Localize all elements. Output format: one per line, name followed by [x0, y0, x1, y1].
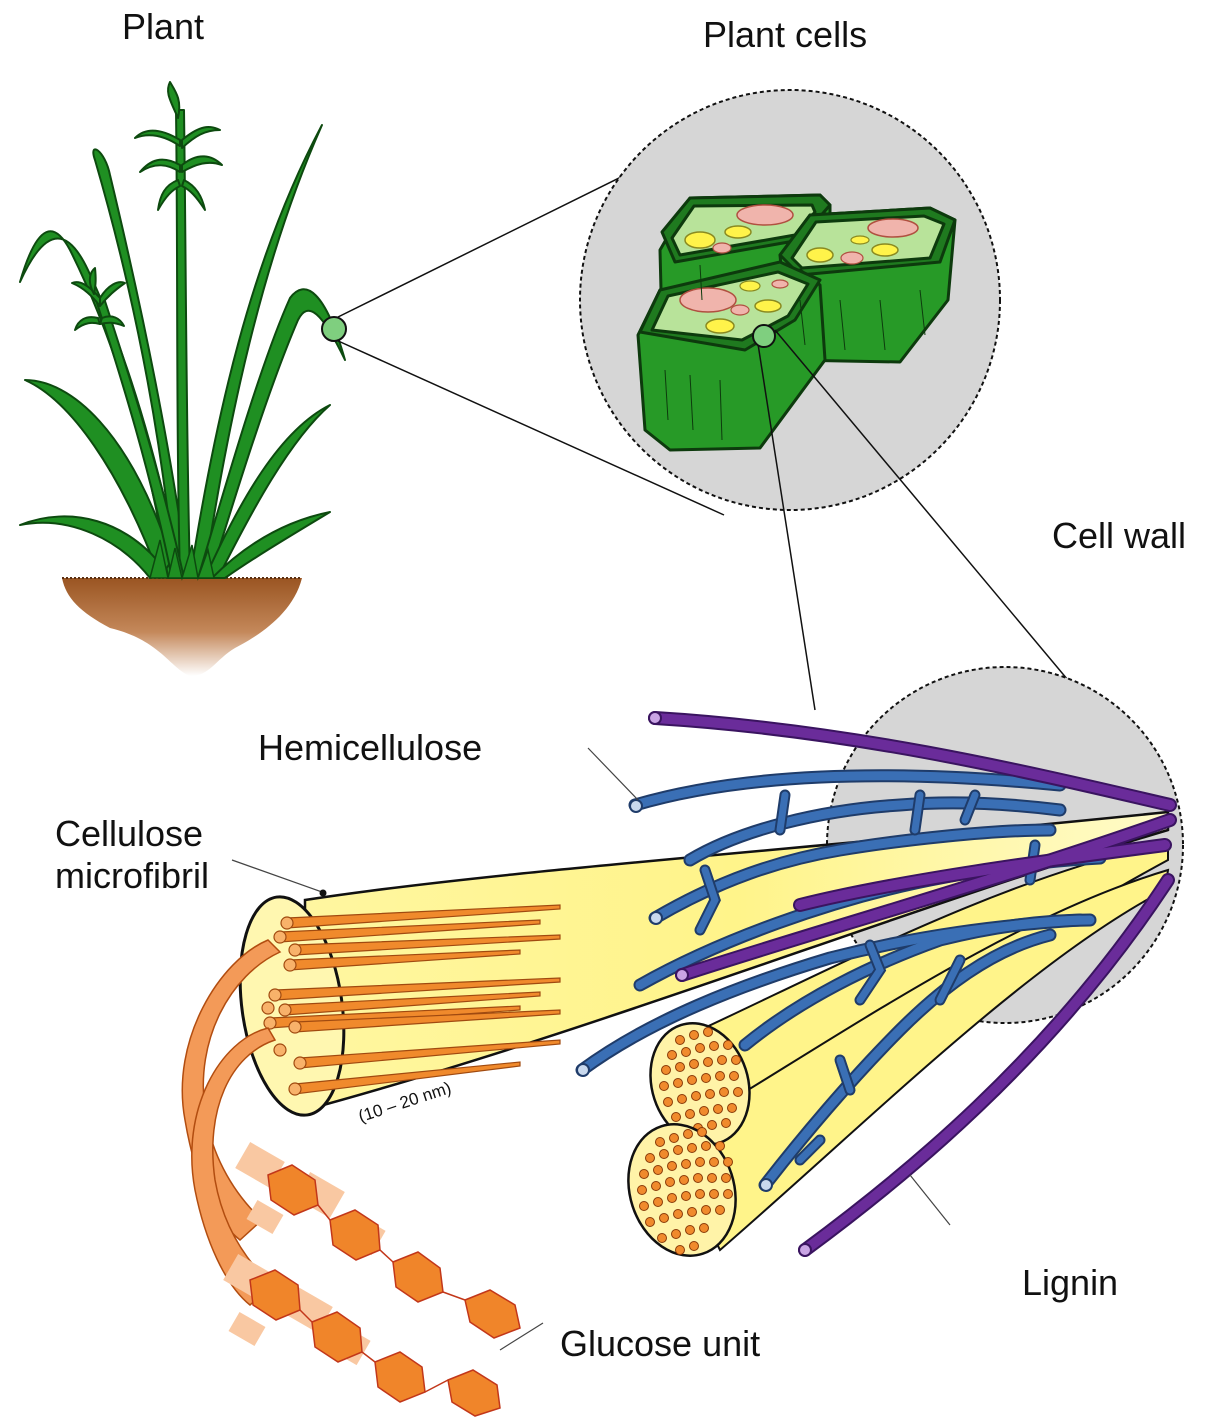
label-plant: Plant — [122, 6, 204, 47]
label-glucose-unit: Glucose unit — [560, 1323, 760, 1364]
glucose-unit — [312, 1312, 362, 1362]
label-hemicellulose: Hemicellulose — [258, 727, 482, 768]
label-cellulose-microfibril-line1: Cellulose — [55, 813, 203, 854]
soil — [62, 578, 302, 676]
leaf-zoom-marker — [322, 317, 346, 341]
leaf — [190, 125, 322, 578]
label-cellulose-microfibril-line2: microfibril — [55, 855, 209, 896]
cell-wall-zoom-marker — [753, 325, 775, 347]
glucose-unit — [375, 1352, 425, 1402]
glucose-unit — [448, 1370, 500, 1416]
glucose-unit — [250, 1270, 300, 1320]
glucose-unit — [330, 1210, 380, 1260]
label-plant-cells: Plant cells — [703, 14, 867, 55]
label-cell-wall: Cell wall — [1052, 515, 1186, 556]
glucose-chain — [223, 1142, 520, 1416]
plant-illustration — [20, 82, 345, 676]
label-lignin: Lignin — [1022, 1262, 1118, 1303]
glucose-unit — [393, 1252, 443, 1302]
glucose-unit — [465, 1290, 520, 1338]
